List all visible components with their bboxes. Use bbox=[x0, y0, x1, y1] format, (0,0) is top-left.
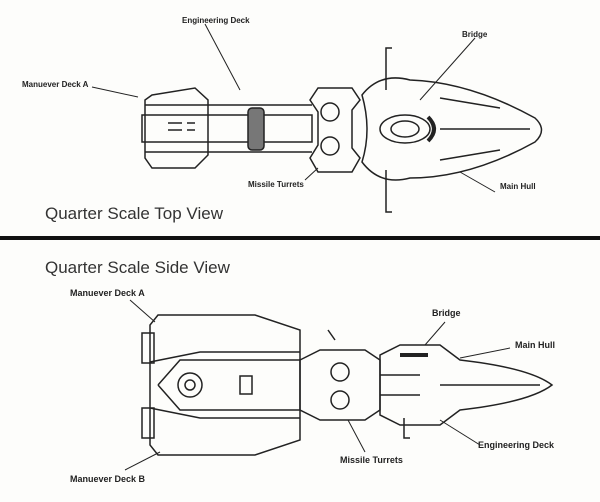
label-missile-turrets: Missile Turrets bbox=[248, 180, 304, 189]
label-engineering-deck-side: Engineering Deck bbox=[478, 440, 555, 450]
label-engineering-deck: Engineering Deck bbox=[182, 16, 250, 25]
section-divider bbox=[0, 236, 600, 240]
side-view-title: Quarter Scale Side View bbox=[45, 258, 230, 277]
side-view-leader-lines bbox=[124, 299, 511, 471]
side-view-ship bbox=[141, 314, 554, 456]
label-missile-turrets-side: Missile Turrets bbox=[340, 455, 403, 465]
label-maneuver-deck-b-side: Manuever Deck B bbox=[70, 474, 146, 484]
label-maneuver-deck-a-side: Manuever Deck A bbox=[70, 288, 145, 298]
label-bridge: Bridge bbox=[462, 30, 488, 39]
label-bridge-side: Bridge bbox=[432, 308, 461, 318]
top-view-title: Quarter Scale Top View bbox=[45, 204, 223, 223]
label-main-hull-side: Main Hull bbox=[515, 340, 555, 350]
top-view-leader-lines bbox=[91, 23, 496, 193]
label-maneuver-deck-a: Manuever Deck A bbox=[22, 80, 89, 89]
label-main-hull: Main Hull bbox=[500, 182, 536, 191]
top-view-ship bbox=[141, 47, 543, 213]
